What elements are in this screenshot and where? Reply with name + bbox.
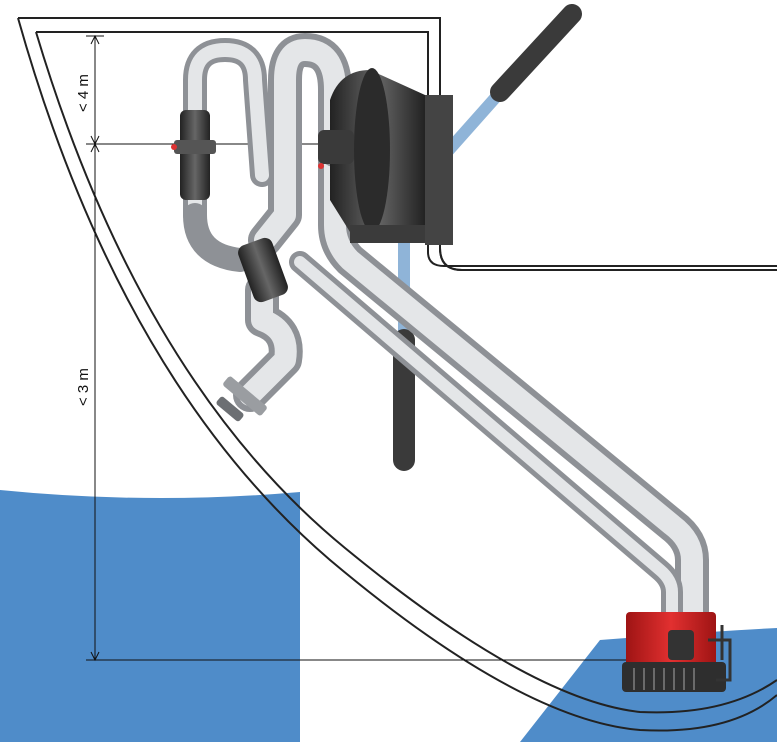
gooseneck-loop-right-highlight [254, 39, 346, 251]
dim-label-lower: < 3 m [75, 368, 92, 406]
manual-pump-base [350, 225, 425, 243]
dim-arrow-1 [90, 34, 100, 45]
hull-side-inner [35, 31, 777, 714]
manual-pump-mount-plate [425, 95, 453, 245]
check-valve [171, 110, 216, 200]
thru-hull-nut [216, 396, 244, 422]
manual-pump-diaphragm [354, 68, 390, 232]
manual-pump [318, 68, 453, 245]
check-valve-indicator-icon [171, 144, 177, 150]
hull [17, 17, 777, 732]
submersible-pump [622, 612, 732, 692]
manual-pump-outlet-port [318, 130, 354, 164]
hull-side-outer [17, 17, 777, 732]
dim-label-upper: < 4 m [75, 74, 92, 112]
deck-step [439, 247, 777, 271]
pump-strainer-slots [633, 668, 695, 690]
dim-arrow-4 [90, 651, 100, 662]
hoses [183, 33, 709, 647]
deck-inner [36, 31, 445, 267]
y-hose-left-branch [183, 203, 252, 272]
check-valve-collar [174, 140, 216, 154]
manual-pump-seal-icon [318, 163, 324, 169]
gooseneck-loop-left-highlight [188, 43, 269, 222]
pump-outlet-collar [668, 630, 694, 660]
thru-hull-flange [223, 376, 267, 416]
outlet-hose-highlight [239, 279, 297, 406]
bilge-hose-manual-highlight [294, 256, 678, 636]
check-valve-body [180, 110, 210, 200]
pump-wire-bracket [708, 625, 732, 682]
sea-water-area [0, 490, 300, 742]
dim-arrow-3 [90, 142, 100, 153]
discharge-hose-main-highlight [324, 139, 703, 641]
handle-grip [490, 4, 582, 102]
y-fitting [238, 237, 288, 303]
thru-hull-outlet [216, 376, 267, 422]
y-fitting-body [238, 237, 288, 303]
